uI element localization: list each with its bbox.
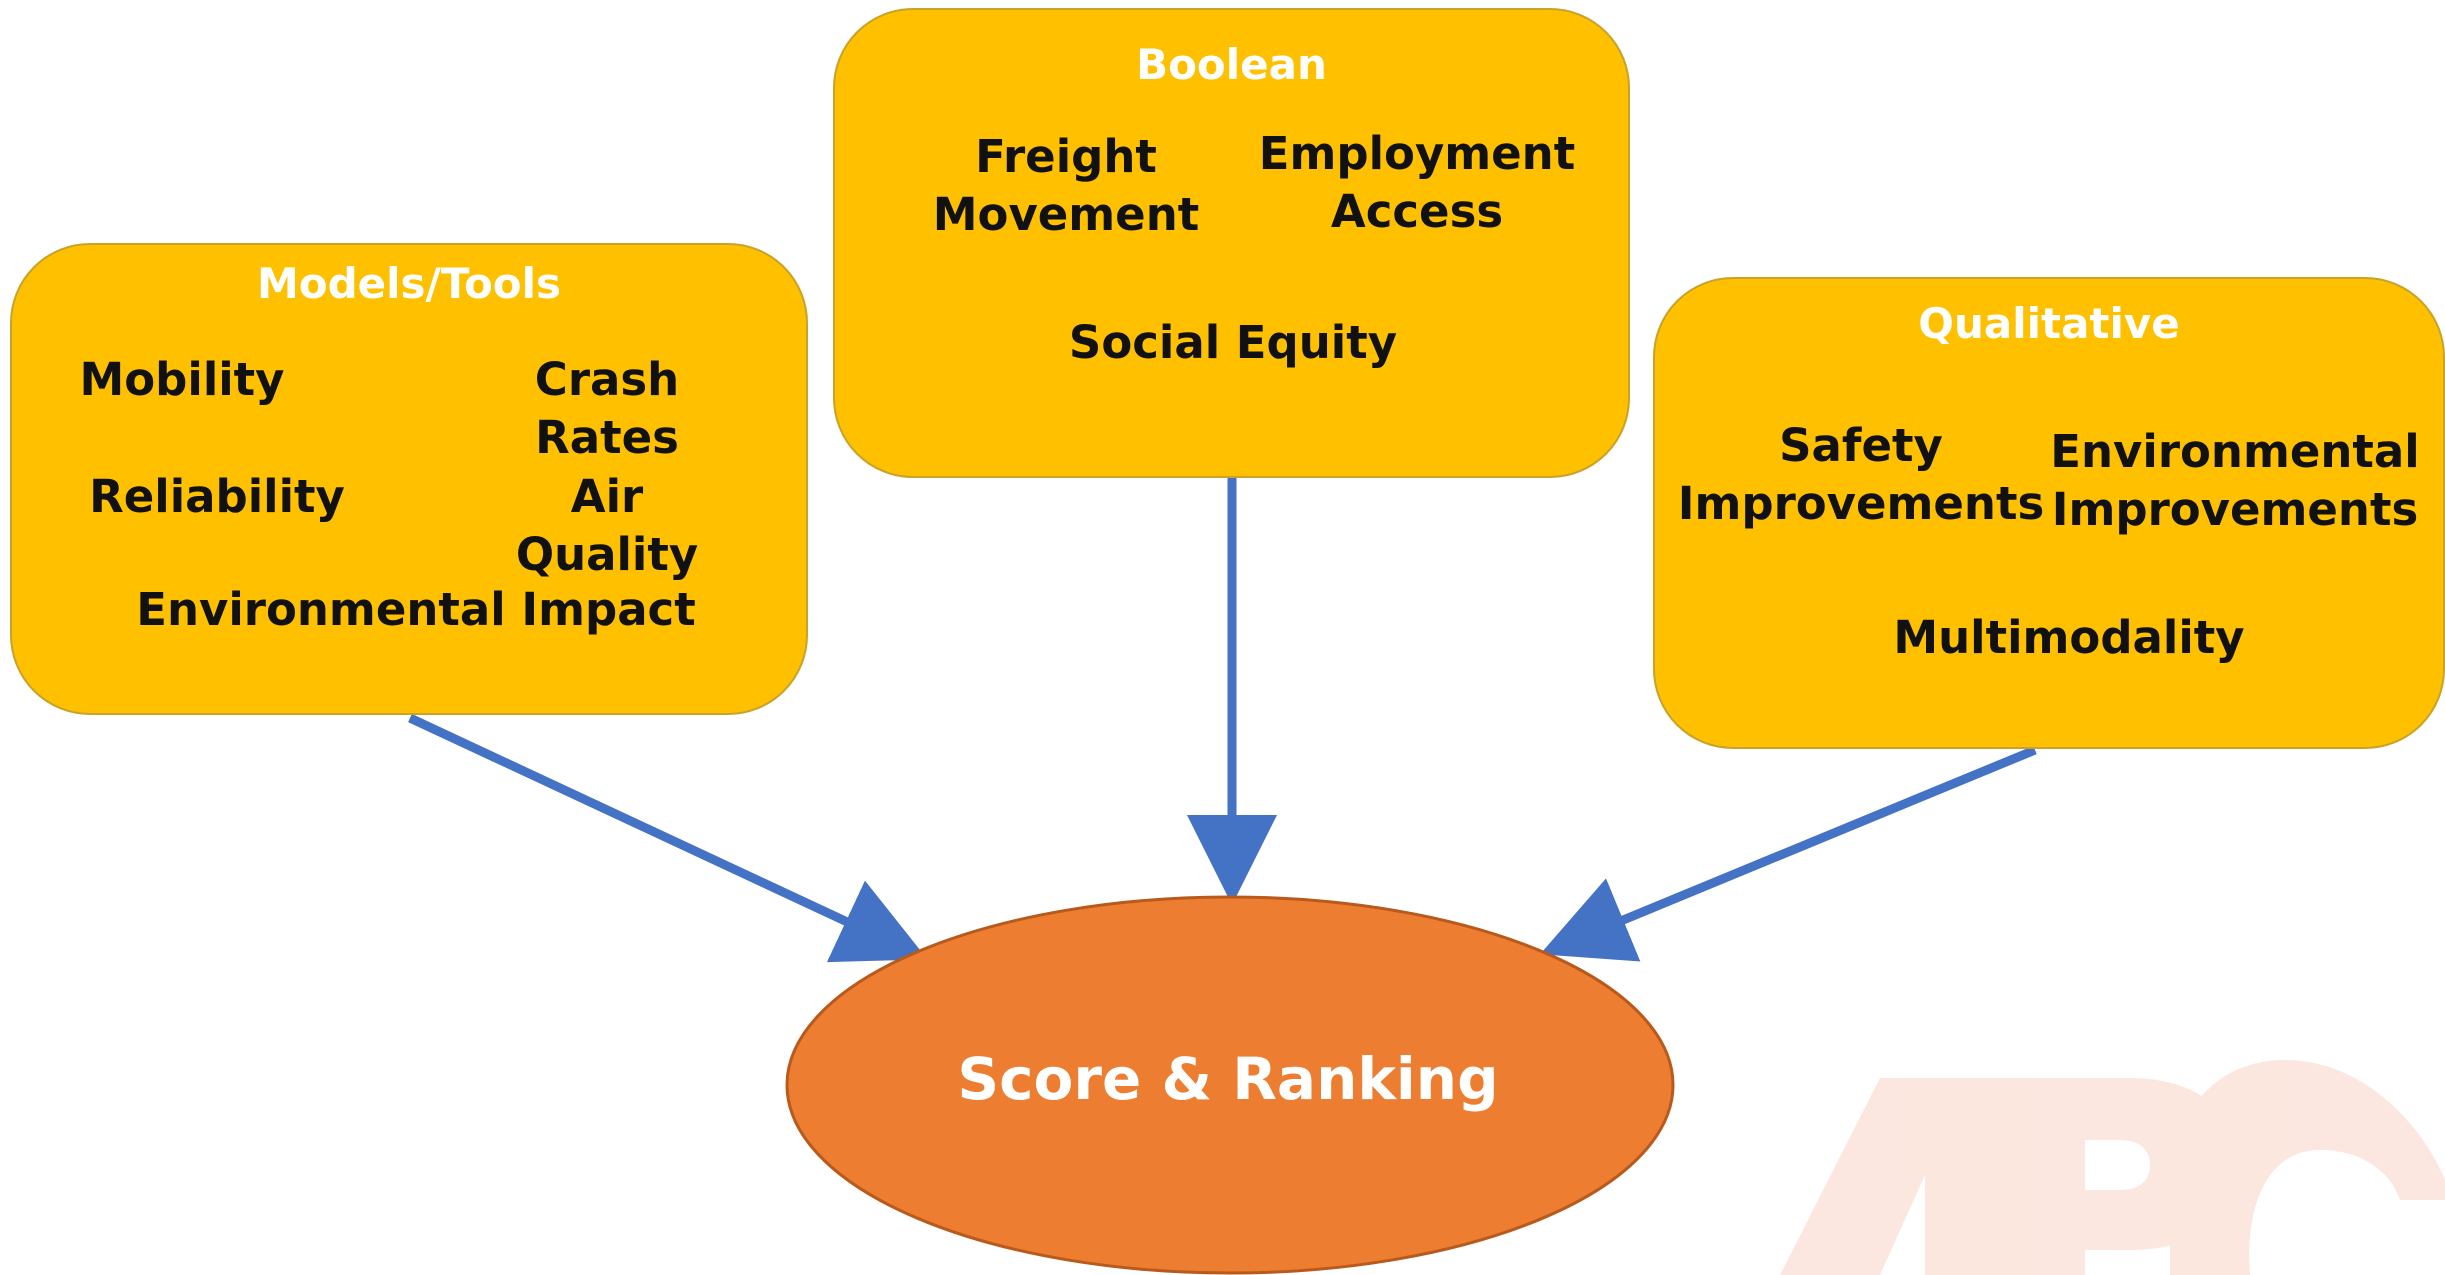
arrow-qualitative-to-score	[1540, 745, 2037, 962]
environmental-improvements-label: Environmental Improvements	[2050, 425, 2420, 536]
models-tools-box: Models/Tools Mobility Crash Rates Reliab…	[10, 243, 808, 715]
mobility-label: Mobility	[79, 353, 285, 406]
qualitative-title: Qualitative	[1918, 299, 2180, 348]
boolean-title: Boolean	[1136, 40, 1327, 89]
watermark-logo	[1780, 1060, 2445, 1275]
arrow-models-to-score	[408, 713, 928, 963]
boolean-box: Boolean Freight Movement Employment Acce…	[833, 8, 1630, 478]
freight-movement-label: Freight Movement	[932, 130, 1200, 241]
multimodality-label: Multimodality	[1893, 611, 2245, 664]
air-quality-label: Air Quality	[515, 470, 699, 581]
score-ranking-ellipse	[785, 895, 1675, 1275]
models-tools-title: Models/Tools	[256, 259, 562, 308]
social-equity-label: Social Equity	[1068, 316, 1398, 369]
qualitative-box: Qualitative Safety Improvements Environm…	[1653, 277, 2445, 749]
environmental-impact-label: Environmental Impact	[136, 583, 696, 636]
safety-improvements-label: Safety Improvements	[1677, 419, 2045, 530]
employment-access-label: Employment Access	[1258, 127, 1576, 238]
reliability-label: Reliability	[89, 470, 345, 523]
crash-rates-label: Crash Rates	[534, 353, 680, 464]
score-ranking-label: Score & Ranking	[957, 1045, 1499, 1113]
